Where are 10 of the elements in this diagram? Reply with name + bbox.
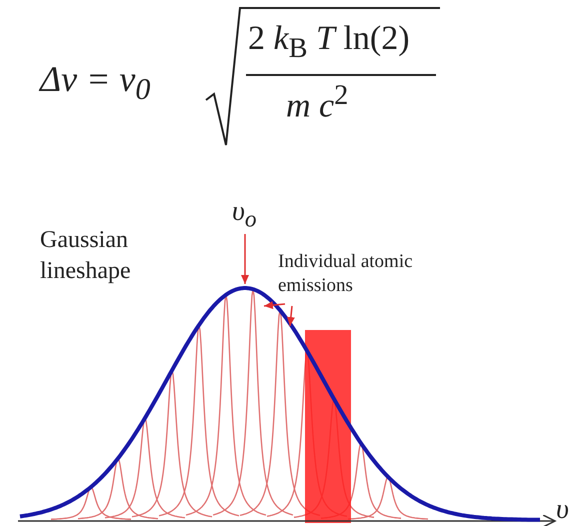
axis-label: υ xyxy=(556,494,569,526)
leader-line xyxy=(264,301,286,310)
arrow xyxy=(241,234,249,284)
formula-denominator: m c$^{2}$ xyxy=(286,80,348,126)
formula-numerator: 2 k$_{B}$ T ln(2) xyxy=(248,20,410,65)
peak-frequency-label: υ$_{o}$ xyxy=(232,196,257,234)
leader-line xyxy=(286,306,295,326)
curve-label: Gaussian lineshape xyxy=(40,226,132,286)
formula-lhs: Δv = v$_{0}$ xyxy=(40,58,150,108)
callout-text: Individual atomic emissions xyxy=(278,250,478,298)
